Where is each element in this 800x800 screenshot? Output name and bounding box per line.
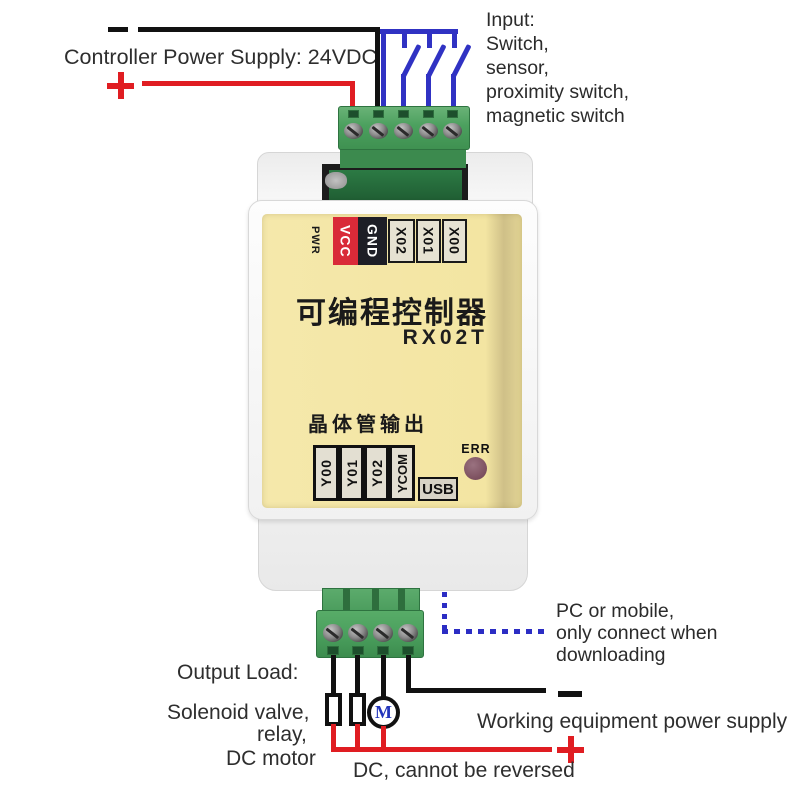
wire-24v-negative-drop [375, 27, 380, 114]
wire-24v-positive-drop [350, 81, 355, 114]
input-bus-wire [380, 29, 458, 34]
device-title: 可编程控制器 [296, 297, 488, 330]
dc-note-label: DC, cannot be reversed [353, 759, 575, 782]
terminal-label-y02: Y02 [364, 445, 389, 501]
plus-icon [557, 736, 584, 763]
pc-line: PC or mobile, [556, 600, 675, 622]
terminal-screw [348, 624, 368, 642]
output-load-line: DC motor [226, 747, 316, 770]
err-led [464, 457, 487, 480]
motor-letter: M [375, 702, 392, 722]
wire-hole [377, 646, 389, 655]
plug-notch [398, 589, 405, 613]
terminal-screw [369, 123, 388, 139]
input-switch-symbol [427, 29, 432, 48]
minus-icon [108, 27, 128, 32]
device-label: PWR VCC GND X02 X01 X00 可编程控制器 RX02T 晶体管… [262, 214, 522, 508]
terminal-screw [373, 624, 393, 642]
pcb-strip [329, 170, 462, 204]
wire-hole [352, 646, 364, 655]
red-return-bus [331, 747, 552, 752]
input-line: Input: [486, 9, 535, 31]
red-drop-1 [331, 724, 336, 751]
terminal-label-gnd: GND [358, 217, 387, 265]
device-model: RX02T [402, 326, 488, 349]
wire-y02 [381, 655, 386, 698]
input-annotation: Input: Switch, sensor, proximity switch,… [486, 8, 629, 128]
motor-symbol: M [367, 696, 400, 729]
input-wire-x02 [401, 74, 406, 114]
terminal-screw [419, 123, 438, 139]
err-label: ERR [461, 442, 491, 456]
terminal-screw [398, 624, 418, 642]
terminal-screw [443, 123, 462, 139]
wire-hole [423, 110, 434, 118]
wire-ycom-horizontal [406, 688, 546, 693]
input-line: Switch, [486, 33, 549, 55]
input-wire-x01 [426, 74, 431, 114]
wire-y00 [331, 655, 336, 695]
solenoid-load-symbol [325, 693, 342, 726]
wire-hole [373, 110, 384, 118]
plug-notch [343, 589, 350, 613]
red-drop-3 [381, 726, 386, 751]
controller-power-label: Controller Power Supply: 24VDC [64, 45, 378, 69]
terminal-label-x00: X00 [442, 219, 467, 263]
wire-hole [327, 646, 339, 655]
wire-hole [398, 110, 409, 118]
pc-line: downloading [556, 644, 666, 666]
output-load-line: Output Load: [177, 661, 299, 684]
input-common-drop [381, 29, 386, 114]
wire-hole [348, 110, 359, 118]
wire-hole [402, 646, 414, 655]
wire-24v-positive [142, 81, 355, 86]
input-switch-symbol [452, 29, 457, 48]
terminal-screw [323, 624, 343, 642]
plug-notch [372, 589, 379, 613]
output-load-line: Solenoid valve, [167, 701, 310, 724]
pc-annotation: PC or mobile, only connect when download… [556, 600, 718, 666]
usb-port-label: USB [418, 477, 458, 501]
input-switch-symbol [402, 29, 407, 48]
plus-icon [107, 72, 134, 99]
wire-hole [447, 110, 458, 118]
usb-link-dotted-horizontal [442, 629, 549, 634]
pwr-label: PWR [306, 222, 324, 258]
relay-load-symbol [349, 693, 366, 726]
terminal-label-vcc: VCC [333, 217, 358, 265]
red-drop-2 [355, 724, 360, 751]
output-load-line: relay, [257, 723, 307, 746]
input-wire-x00 [451, 74, 456, 114]
terminal-label-ycom: YCOM [389, 445, 415, 501]
input-line: magnetic switch [486, 105, 625, 127]
wire-ycom [406, 655, 411, 691]
terminal-label-y01: Y01 [339, 445, 364, 501]
wire-y01 [355, 655, 360, 695]
terminal-label-x01: X01 [416, 219, 441, 263]
pcb-component [325, 172, 347, 189]
pc-line: only connect when [556, 622, 718, 644]
terminal-screw [344, 123, 363, 139]
input-line: proximity switch, [486, 81, 630, 103]
pwr-text: PWR [309, 225, 321, 255]
minus-icon [558, 691, 582, 697]
input-line: sensor, [486, 57, 549, 79]
output-type-label: 晶体管输出 [308, 414, 428, 436]
terminal-screw [394, 123, 413, 139]
terminal-label-x02: X02 [388, 219, 415, 263]
working-power-label: Working equipment power supply [477, 710, 788, 733]
usb-link-dotted-vertical [442, 592, 447, 634]
wire-24v-negative [138, 27, 380, 32]
terminal-label-y00: Y00 [313, 445, 339, 501]
